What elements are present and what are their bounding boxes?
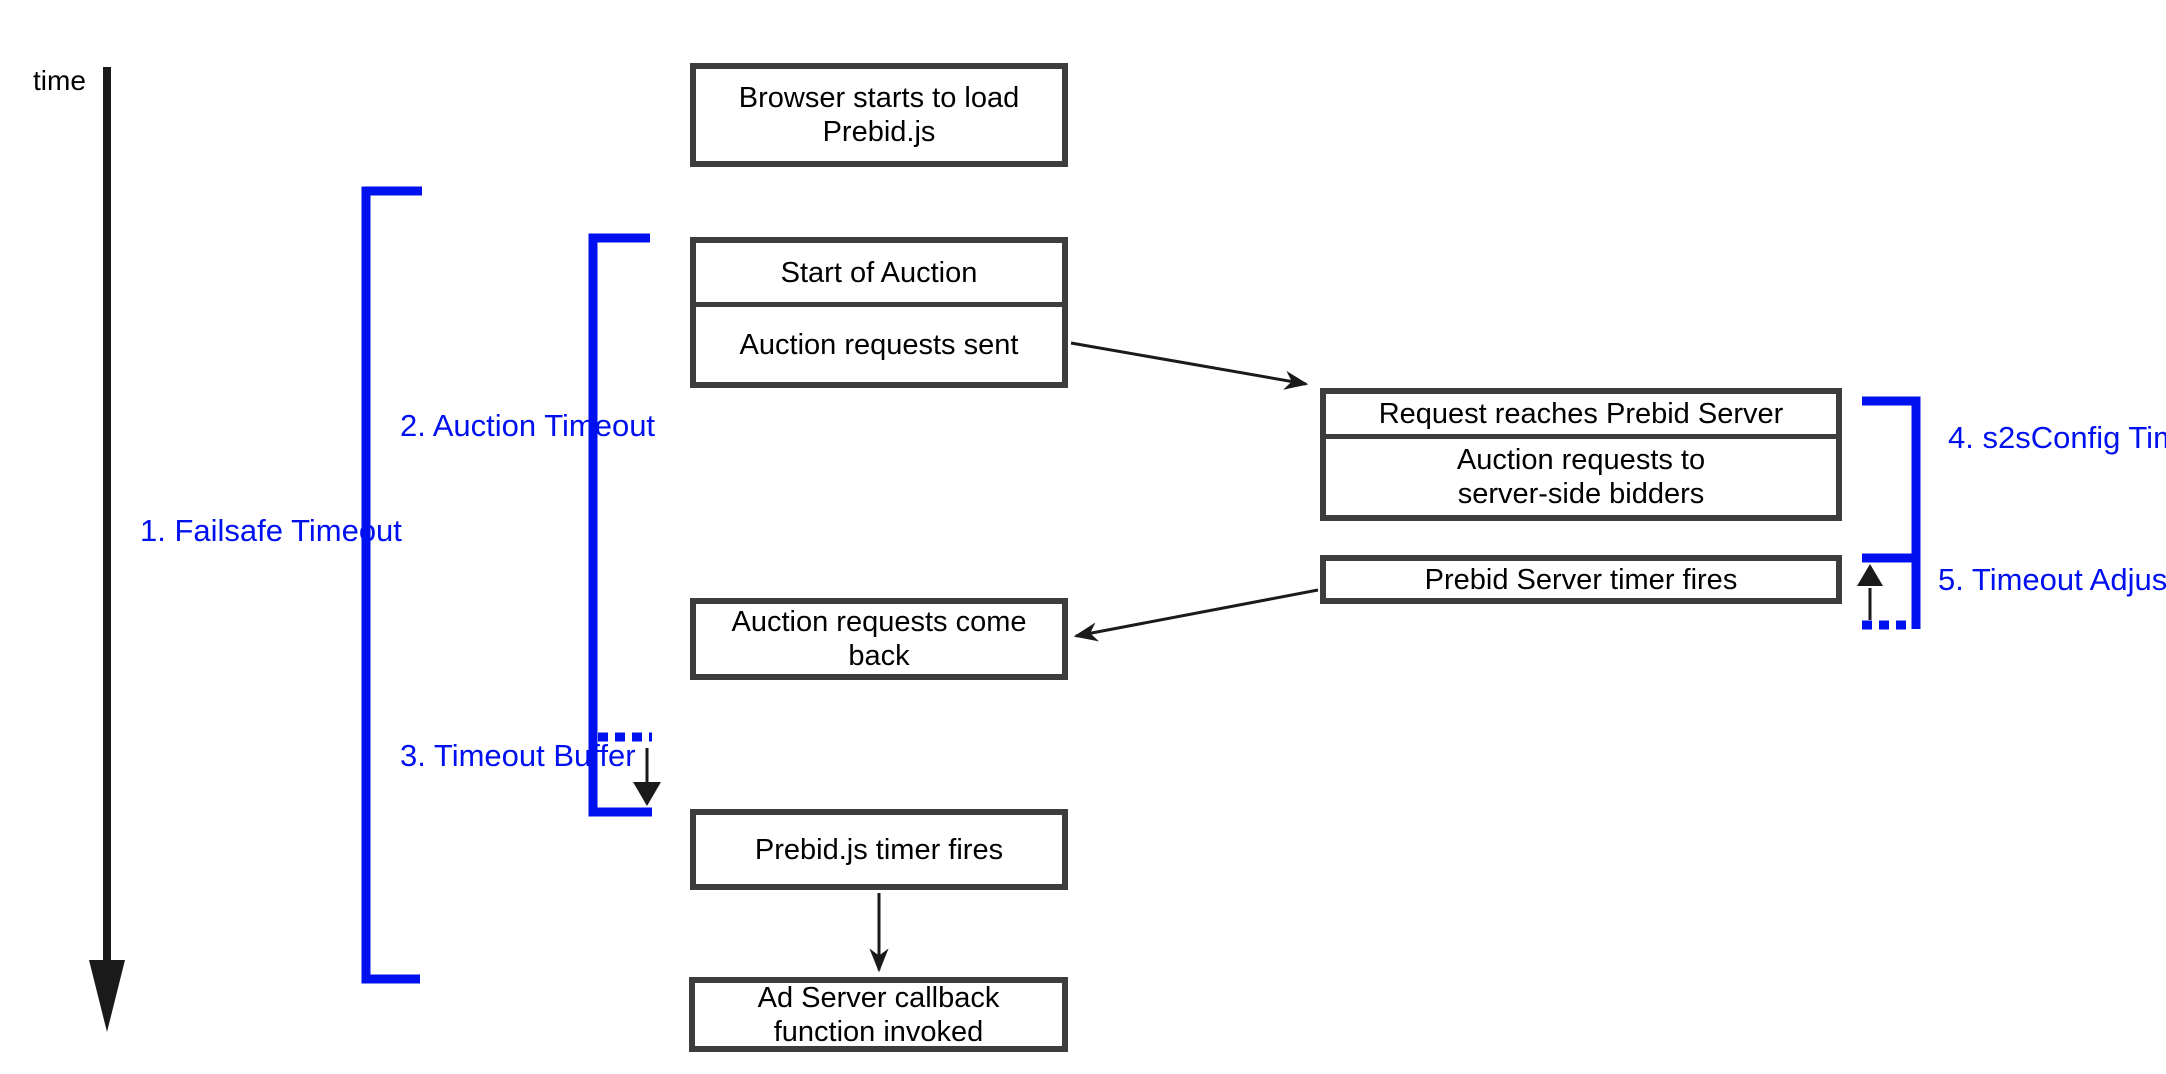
label-failsafe-timeout-line2: Timeout xyxy=(291,513,402,548)
box-auction-requests-come-back-line2: back xyxy=(848,640,910,672)
time-axis-label: time xyxy=(33,65,86,96)
s2sconfig-bracket xyxy=(1862,396,1921,630)
box-browser-loads-prebid-line1: Browser starts to load xyxy=(738,82,1020,114)
label-s2sconfig-timeout-line1: 4. s2sConfig xyxy=(1948,420,2121,455)
box-auction-requests-come-back: Auction requests come back xyxy=(690,598,1068,680)
arrow-requests-to-prebid-server xyxy=(1070,341,1309,390)
box-auction-requests-to-bidders: Auction requests to server-side bidders xyxy=(1326,434,1836,515)
label-s2sconfig-timeout-line2: Timeout (tmax) xyxy=(2128,420,2166,455)
box-auction-requests-sent: Auction requests sent xyxy=(696,302,1062,382)
arrow-server-timer-to-come-back xyxy=(1073,588,1319,642)
box-ad-server-callback-line1: Ad Server callback xyxy=(757,981,1000,1014)
label-auction-timeout-line1: 2. Auction xyxy=(400,408,537,443)
box-request-reaches-prebid-server-title: Request reaches Prebid Server xyxy=(1378,398,1784,430)
label-timeout-adjustment-line2: Adjustment xyxy=(2089,562,2166,597)
box-browser-loads-prebid: Browser starts to load Prebid.js xyxy=(690,63,1068,167)
label-auction-timeout: 2. Auction Timeout xyxy=(400,408,655,443)
label-timeout-buffer: 3. Timeout Buffer xyxy=(400,738,636,773)
box-request-reaches-prebid-server: Request reaches Prebid Server Auction re… xyxy=(1320,388,1842,521)
timeout-adjustment-arrow xyxy=(1857,564,1883,620)
box-auction-requests-to-bidders-line1: Auction requests to xyxy=(1456,444,1706,476)
label-auction-timeout-line2: Timeout xyxy=(544,408,656,443)
label-s2sconfig-timeout: 4. s2sConfig Timeout (tmax) xyxy=(1948,420,2166,455)
timeout-buffer-arrow xyxy=(633,748,661,806)
label-timeout-buffer-line1: 3. Timeout xyxy=(400,738,545,773)
failsafe-bracket xyxy=(361,186,422,984)
box-ad-server-callback-line2: function invoked xyxy=(773,1015,984,1048)
label-timeout-adjustment: 5. Timeout Adjustment xyxy=(1938,562,2166,597)
box-browser-loads-prebid-line2: Prebid.js xyxy=(822,116,936,148)
label-failsafe-timeout: 1. Failsafe Timeout xyxy=(140,513,402,548)
box-prebidjs-timer-fires: Prebid.js timer fires xyxy=(690,809,1068,890)
auction-timeout-bracket xyxy=(588,233,652,817)
time-axis xyxy=(89,67,125,1032)
label-failsafe-timeout-line1: 1. Failsafe xyxy=(140,513,284,548)
box-start-of-auction-title: Start of Auction xyxy=(780,256,978,289)
label-timeout-buffer-line2: Buffer xyxy=(553,738,636,773)
box-prebid-server-timer-fires: Prebid Server timer fires xyxy=(1320,555,1842,604)
box-start-of-auction: Start of Auction Auction requests sent xyxy=(690,237,1068,388)
label-timeout-adjustment-line1: 5. Timeout xyxy=(1938,562,2083,597)
box-ad-server-callback: Ad Server callback function invoked xyxy=(689,977,1068,1052)
box-auction-requests-to-bidders-line2: server-side bidders xyxy=(1457,478,1705,510)
box-auction-requests-come-back-line1: Auction requests come xyxy=(731,606,1027,638)
